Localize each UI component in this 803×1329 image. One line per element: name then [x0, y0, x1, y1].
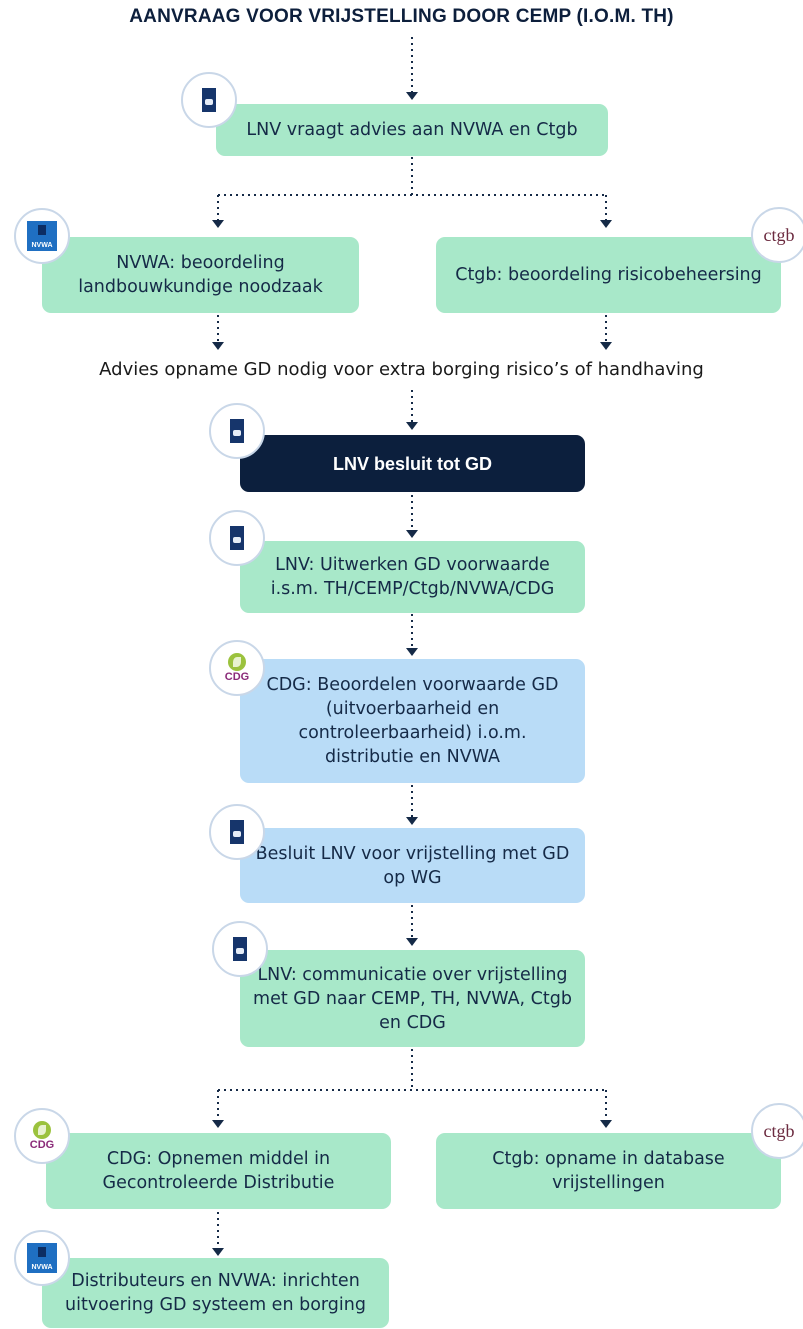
- arrowhead: [406, 817, 418, 825]
- arrowhead: [600, 342, 612, 350]
- step-ctgb-assessment: Ctgb: beoordeling risicobeheersing: [436, 237, 781, 313]
- step-label: LNV besluit tot GD: [333, 453, 492, 474]
- arrowhead: [212, 220, 224, 228]
- arrowhead: [406, 530, 418, 538]
- rijksoverheid-logo-icon: [212, 921, 268, 977]
- step-label: LNV: communicatie over vrijstelling met …: [253, 964, 572, 1033]
- step-cdg-include-product: CDG: Opnemen middel in Gecontroleerde Di…: [46, 1133, 391, 1209]
- rijksoverheid-logo-icon: [181, 72, 237, 128]
- step-label: NVWA: beoordeling landbouwkundige noodza…: [78, 253, 323, 297]
- rijksoverheid-logo-icon: [209, 804, 265, 860]
- step-nvwa-assessment: NVWA: beoordeling landbouwkundige noodza…: [42, 237, 359, 313]
- step-cdg-assess-gd: CDG: Beoordelen voorwaarde GD (uitvoerba…: [240, 659, 585, 783]
- step-lnv-elaborate-gd: LNV: Uitwerken GD voorwaarde i.s.m. TH/C…: [240, 541, 585, 613]
- step-label: Ctgb: opname in database vrijstellingen: [492, 1149, 725, 1193]
- step-lnv-decides-gd: LNV besluit tot GD: [240, 435, 585, 492]
- arrowhead: [406, 92, 418, 100]
- advice-note: Advies opname GD nodig voor extra borgin…: [99, 359, 704, 380]
- page-title: AANVRAAG VOOR VRIJSTELLING DOOR CEMP (I.…: [129, 6, 674, 27]
- step-distributors-nvwa-setup: Distributeurs en NVWA: inrichten uitvoer…: [42, 1258, 389, 1328]
- arrowhead: [406, 938, 418, 946]
- ctgb-logo-icon: ctgb: [751, 207, 803, 263]
- arrowhead: [406, 422, 418, 430]
- nvwa-logo-icon: NVWA: [14, 208, 70, 264]
- cdg-logo-icon: CDG: [14, 1108, 70, 1164]
- arrowhead: [600, 1120, 612, 1128]
- arrowhead: [212, 1120, 224, 1128]
- cdg-logo-icon: CDG: [209, 640, 265, 696]
- step-label: Besluit LNV voor vrijstelling met GD op …: [255, 843, 570, 888]
- step-label: LNV: Uitwerken GD voorwaarde i.s.m. TH/C…: [270, 555, 555, 599]
- step-label: LNV vraagt advies aan NVWA en Ctgb: [246, 120, 578, 140]
- arrowhead: [212, 1248, 224, 1256]
- arrowhead: [406, 648, 418, 656]
- step-label: CDG: Beoordelen voorwaarde GD (uitvoerba…: [266, 675, 559, 767]
- ctgb-logo-icon: ctgb: [751, 1103, 803, 1159]
- arrowhead: [212, 342, 224, 350]
- rijksoverheid-logo-icon: [209, 403, 265, 459]
- nvwa-logo-icon: NVWA: [14, 1230, 70, 1286]
- step-lnv-communication: LNV: communicatie over vrijstelling met …: [240, 950, 585, 1047]
- rijksoverheid-logo-icon: [209, 510, 265, 566]
- step-label: CDG: Opnemen middel in Gecontroleerde Di…: [102, 1149, 335, 1193]
- step-lnv-exemption-decision: Besluit LNV voor vrijstelling met GD op …: [240, 828, 585, 903]
- step-lnv-request-advice: LNV vraagt advies aan NVWA en Ctgb: [216, 104, 608, 156]
- step-label: Ctgb: beoordeling risicobeheersing: [455, 265, 762, 285]
- arrowhead: [600, 220, 612, 228]
- step-ctgb-database: Ctgb: opname in database vrijstellingen: [436, 1133, 781, 1209]
- step-label: Distributeurs en NVWA: inrichten uitvoer…: [65, 1271, 366, 1315]
